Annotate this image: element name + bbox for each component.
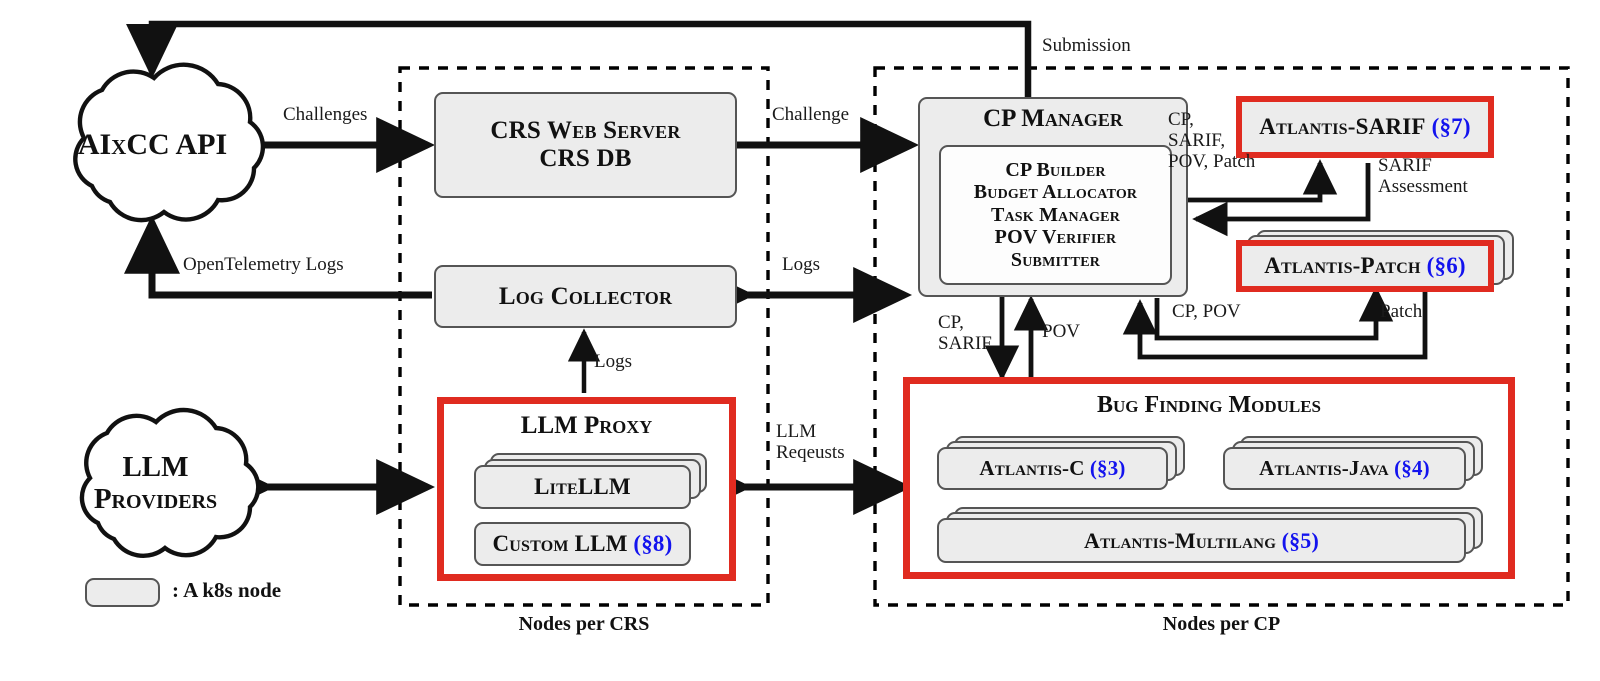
cp-manager-item-3: POV Verifier [994, 226, 1117, 249]
edge-label-logs-proxy: Logs [594, 351, 632, 372]
node-crs-web-server[interactable]: CRS Web Server CRS DB [434, 92, 737, 198]
atlantis-c-front[interactable]: Atlantis-C (§3) [937, 447, 1168, 490]
llm-providers-line1: LLM [122, 451, 189, 483]
edge-label-pov: POV [1042, 321, 1081, 342]
atlantis-java-section: (§4) [1394, 456, 1430, 480]
atlantis-patch-front[interactable]: Atlantis-Patch (§6) [1236, 240, 1494, 292]
atlantis-java-front[interactable]: Atlantis-Java (§4) [1223, 447, 1466, 490]
cloud-aixcc-api [73, 62, 266, 223]
atlantis-patch-label-wrap: Atlantis-Patch (§6) [1242, 246, 1488, 286]
node-custom-llm[interactable]: Custom LLM (§8) [474, 522, 691, 566]
cp-manager-items-box: CP Builder Budget Allocator Task Manager… [939, 145, 1172, 285]
arrow-cp-sarif-pov-patch [1188, 159, 1338, 203]
cloud-label-aixcc-api: AIxCC API [77, 128, 228, 161]
edge-label-cp-pov: CP, POV [1172, 301, 1241, 322]
node-log-collector[interactable]: Log Collector [434, 265, 737, 328]
stack-atlantis-patch[interactable]: Atlantis-Patch (§6) [1236, 230, 1518, 292]
arrow-sarif-assessment [1192, 163, 1371, 237]
cp-manager-item-1: Budget Allocator [973, 181, 1138, 204]
edge-label-sarif-assessment: SARIF Assessment [1378, 155, 1468, 197]
custom-llm-label-wrap: Custom LLM (§8) [492, 531, 672, 557]
atlantis-patch-label: Atlantis-Patch [1264, 253, 1421, 278]
edge-label-opentelemetry-logs: OpenTelemetry Logs [183, 254, 344, 275]
edge-label-submission: Submission [1042, 35, 1131, 56]
boundary-nodes-per-crs [398, 66, 770, 607]
custom-llm-section: (§8) [633, 531, 673, 557]
atlantis-multilang-label-wrap: Atlantis-Multilang (§5) [1084, 528, 1319, 554]
llm-providers-line2: Providers [93, 482, 218, 515]
atlantis-multilang-section: (§5) [1281, 527, 1320, 553]
edge-label-patch: Patch [1380, 301, 1423, 322]
log-collector-label: Log Collector [498, 282, 673, 310]
atlantis-multilang-label: Atlantis-Multilang [1083, 527, 1277, 553]
cp-manager-item-2: Task Manager [990, 203, 1121, 226]
bug-finding-modules-title: Bug Finding Modules [1096, 392, 1321, 418]
arrow-patch [1122, 290, 1428, 360]
litellm-label: LiteLLM [534, 474, 631, 499]
atlantis-sarif-label-wrap: Atlantis-SARIF (§7) [1242, 102, 1488, 152]
edge-label-logs-center: Logs [782, 254, 820, 275]
atlantis-sarif-section: (§7) [1431, 114, 1471, 139]
arrow-opentelemetry-logs [124, 215, 432, 299]
edge-label-llm-requests: LLM Reqeusts [776, 421, 845, 463]
legend-text: : A k8s node [172, 578, 282, 602]
caption-nodes-per-crs: Nodes per CRS [518, 613, 650, 635]
edge-label-cp-sarif: CP, SARIF [938, 312, 992, 354]
edge-label-challenge: Challenge [772, 104, 850, 125]
atlantis-java-label-wrap: Atlantis-Java (§4) [1259, 456, 1430, 481]
group-llm-proxy: LLM Proxy LiteLLM Custom LLM (§8) [437, 397, 736, 581]
stack-litellm[interactable]: LiteLLM [474, 453, 707, 509]
atlantis-c-label: Atlantis-C [979, 456, 1085, 480]
atlantis-multilang-front[interactable]: Atlantis-Multilang (§5) [937, 518, 1466, 563]
edge-label-challenges: Challenges [283, 104, 368, 125]
cp-manager-item-0: CP Builder [1005, 159, 1106, 182]
stack-atlantis-java[interactable]: Atlantis-Java (§4) [1223, 436, 1483, 490]
crs-web-server-line2: CRS DB [539, 145, 632, 172]
cp-manager-item-4: Submitter [1010, 248, 1101, 271]
atlantis-sarif-label: Atlantis-SARIF [1259, 114, 1426, 139]
litellm-front[interactable]: LiteLLM [474, 465, 691, 509]
arrow-submission [126, 20, 1032, 97]
atlantis-c-label-wrap: Atlantis-C (§3) [979, 456, 1125, 481]
boundary-nodes-per-cp [873, 66, 1570, 607]
custom-llm-label: Custom LLM [492, 531, 628, 557]
cp-manager-title: CP Manager [983, 105, 1123, 132]
group-bug-finding-modules: Bug Finding Modules Atlantis-C (§3) Atla… [903, 377, 1515, 579]
stack-atlantis-c[interactable]: Atlantis-C (§3) [937, 436, 1185, 490]
cloud-llm-providers [79, 407, 261, 558]
edge-label-cp-sarif-pov-patch: CP, SARIF, POV, Patch [1168, 109, 1256, 172]
stack-atlantis-multilang[interactable]: Atlantis-Multilang (§5) [937, 507, 1483, 563]
atlantis-patch-section: (§6) [1426, 253, 1466, 278]
legend-node-symbol [85, 578, 160, 607]
atlantis-c-section: (§3) [1089, 456, 1126, 480]
group-atlantis-sarif[interactable]: Atlantis-SARIF (§7) [1236, 96, 1494, 158]
atlantis-java-label: Atlantis-Java [1259, 456, 1389, 480]
crs-web-server-line1: CRS Web Server [490, 117, 681, 144]
cloud-label-llm-providers: LLM Providers [48, 451, 263, 516]
llm-proxy-title: LLM Proxy [520, 412, 653, 439]
node-cp-manager[interactable]: CP Manager CP Builder Budget Allocator T… [918, 97, 1188, 297]
caption-nodes-per-cp: Nodes per CP [1162, 613, 1281, 635]
